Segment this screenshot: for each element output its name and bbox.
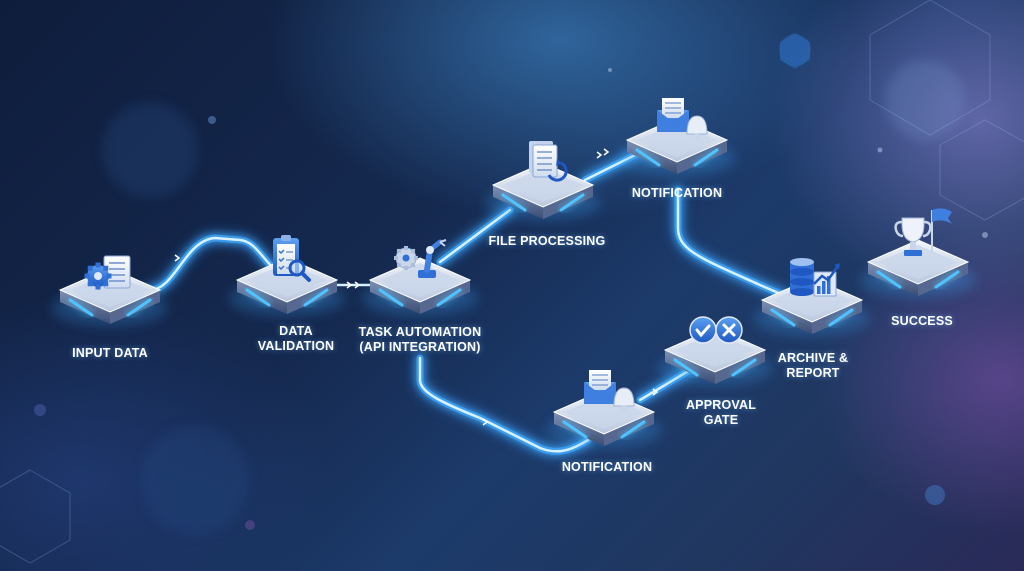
node-success — [860, 208, 976, 298]
node-task-automation — [362, 239, 478, 316]
node-label-line: NOTIFICATION — [561, 460, 653, 474]
node-label-line: DATA — [279, 324, 313, 338]
node-input-data — [52, 255, 168, 326]
node-label-file-processing: FILE PROCESSING — [489, 234, 606, 249]
platform — [657, 327, 773, 386]
node-label-line: INPUT DATA — [72, 346, 148, 360]
flow-chevron — [354, 281, 361, 289]
node-label-line: TASK AUTOMATION — [358, 325, 482, 339]
flow-input-to-validation — [143, 230, 297, 297]
flow-chevron — [482, 418, 489, 426]
flow-chevron — [652, 388, 659, 396]
platform — [362, 257, 478, 316]
node-label-line: REPORT — [786, 366, 840, 380]
node-label-task-automation: TASK AUTOMATION(API INTEGRATION) — [359, 325, 482, 355]
trophy-flag-icon — [894, 208, 952, 256]
node-label-line: NOTIFICATION — [631, 186, 723, 200]
check-cross-icon — [689, 316, 743, 344]
flow-chevron — [174, 254, 181, 262]
hexagon-decoration — [780, 33, 810, 69]
node-label-input-data: INPUT DATA — [72, 346, 148, 361]
node-label-notification-top: NOTIFICATION — [632, 186, 722, 201]
platform — [754, 277, 870, 336]
node-label-line: SUCCESS — [891, 314, 953, 328]
node-approval-gate — [657, 316, 773, 386]
database-chart-icon — [790, 258, 840, 297]
flow-chevron — [603, 148, 610, 156]
platform — [860, 239, 976, 298]
platform — [229, 257, 345, 316]
node-file-processing — [485, 141, 601, 221]
node-notification-top — [619, 98, 735, 176]
node-label-notification-bottom: NOTIFICATION — [562, 460, 652, 475]
node-label-line: APPROVAL — [685, 398, 757, 412]
node-label-line: (API INTEGRATION) — [359, 340, 481, 354]
gear-document-icon — [84, 255, 131, 290]
flow-notification-to-archive — [671, 183, 797, 305]
document-refresh-icon — [529, 141, 568, 182]
node-label-line: VALIDATION — [257, 339, 335, 353]
flow-automation-to-file — [433, 203, 517, 269]
flow-chevron — [596, 151, 603, 159]
platform — [485, 162, 601, 221]
envelope-bell-icon — [657, 98, 708, 139]
node-data-validation — [229, 235, 345, 316]
node-notification-bottom — [546, 370, 662, 448]
background-bokeh — [34, 34, 988, 535]
node-label-line: ARCHIVE & — [777, 351, 849, 365]
node-label-archive-report: ARCHIVE &REPORT — [778, 351, 849, 381]
envelope-bell-icon — [584, 370, 635, 411]
node-archive-report — [754, 258, 870, 336]
node-label-line: FILE PROCESSING — [488, 234, 606, 248]
node-label-success: SUCCESS — [891, 314, 953, 329]
robot-arm-gear-icon — [394, 239, 447, 278]
flow-chevron — [346, 281, 353, 289]
flow-automation-to-notification-bottom — [413, 351, 595, 459]
clipboard-magnifier-icon — [273, 235, 311, 282]
node-label-line: GATE — [703, 413, 739, 427]
